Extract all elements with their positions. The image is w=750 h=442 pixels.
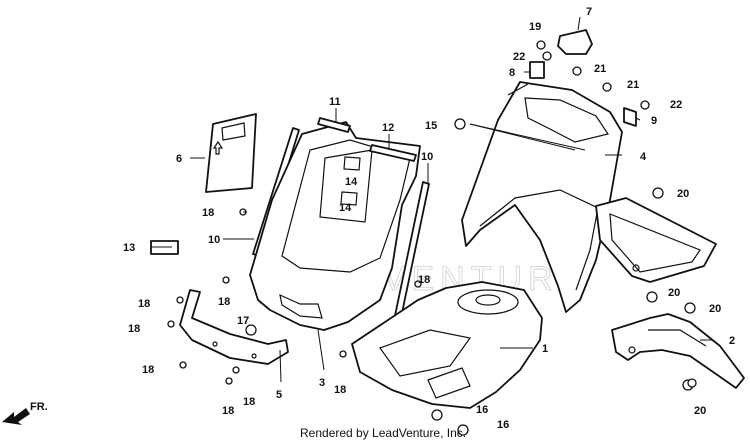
front-direction-indicator: FR. [2, 401, 48, 425]
callout-20-b: 20 [668, 287, 680, 299]
callout-7: 7 [586, 6, 592, 18]
callout-20-a: 20 [677, 188, 689, 200]
callout-18-f: 18 [243, 396, 255, 408]
callout-13: 13 [123, 242, 135, 254]
part-1-floor-panel [351, 281, 543, 409]
callout-3: 3 [319, 377, 325, 389]
callout-19: 19 [529, 21, 541, 33]
part-2-rear-fender [611, 313, 745, 389]
callout-16-lower: 16 [497, 419, 509, 431]
callout-20-d: 20 [694, 405, 706, 417]
callout-1: 1 [542, 343, 548, 355]
callout-6: 6 [176, 153, 182, 165]
inner-tray [595, 197, 717, 283]
part-4-front-cover [461, 81, 623, 313]
callout-5: 5 [276, 389, 282, 401]
part-12-trim [369, 144, 417, 162]
callout-18-d: 18 [142, 364, 154, 376]
part-9-bracket [623, 107, 637, 127]
callout-18-h: 18 [334, 384, 346, 396]
callout-18-b: 18 [138, 298, 150, 310]
callout-22-b: 22 [670, 99, 682, 111]
part-5-lower-lip [179, 289, 289, 365]
callout-21-a: 21 [594, 63, 606, 75]
part-7-clip [557, 29, 593, 55]
footer-credit: Rendered by LeadVenture, Inc. [300, 426, 466, 440]
callouts: 1 2 3 4 5 6 7 8 9 10 10 11 12 13 14 14 1… [123, 6, 735, 431]
callout-8: 8 [509, 67, 515, 79]
callout-14-lower: 14 [339, 202, 352, 214]
callout-4: 4 [640, 151, 647, 163]
fasteners [167, 40, 697, 436]
callout-18-c: 18 [128, 323, 140, 335]
callout-11: 11 [329, 96, 341, 108]
callout-16-upper: 16 [476, 404, 488, 416]
front-label: FR. [30, 401, 48, 413]
callout-18-a: 18 [202, 207, 214, 219]
part-11-trim [317, 117, 351, 133]
part-3-inner-cover [249, 121, 421, 331]
callout-15: 15 [425, 120, 437, 132]
callout-12: 12 [382, 122, 394, 134]
callout-21-b: 21 [627, 79, 639, 91]
callout-22-a: 22 [513, 51, 525, 63]
part-8-cushion [529, 61, 545, 79]
callout-10-left: 10 [208, 234, 220, 246]
callout-2: 2 [729, 335, 735, 347]
callout-17: 17 [237, 315, 249, 327]
callout-9: 9 [651, 115, 657, 127]
leader-lines [151, 16, 713, 383]
part-6-pocket-lid [205, 113, 257, 193]
callout-18-e: 18 [218, 296, 230, 308]
callout-10-right: 10 [421, 151, 433, 163]
callout-18-i: 18 [418, 274, 430, 286]
callout-20-c: 20 [709, 303, 721, 315]
callout-14-upper: 14 [345, 176, 358, 188]
front-arrow-icon [2, 408, 30, 425]
callout-18-g: 18 [222, 405, 234, 417]
